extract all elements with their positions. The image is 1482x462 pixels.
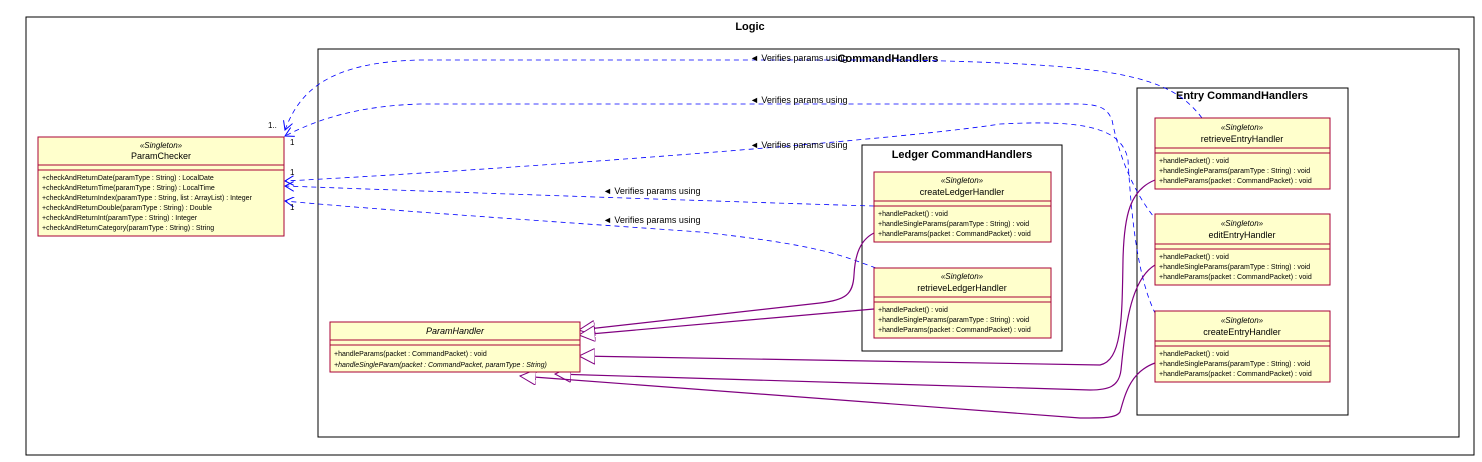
param-checker-method: +checkAndReturnDouble(paramType : String…	[42, 205, 212, 212]
package-entry-title: Entry CommandHandlers	[1176, 90, 1308, 102]
edit-entry-method: +handlePacket() : void	[1159, 254, 1229, 261]
retrieve-ledger-method: +handlePacket() : void	[878, 307, 948, 314]
create-entry-name: createEntryHandler	[1203, 327, 1281, 337]
create-ledger-method: +handleParams(packet : CommandPacket) : …	[878, 231, 1031, 238]
retrieve-ledger-method: +handleSingleParams(paramType : String) …	[878, 317, 1029, 324]
package-logic: Logic	[25, 16, 1475, 456]
param-checker-method: +checkAndReturnIndex(paramType : String,…	[42, 195, 253, 202]
generalization-edges	[520, 179, 1156, 419]
gen-retrieve-ledger	[579, 308, 875, 335]
create-entry-stereotype: «Singleton»	[1221, 316, 1264, 325]
dep-retrieve-ledger	[285, 201, 877, 269]
create-ledger-method: +handlePacket() : void	[878, 211, 948, 218]
retrieve-entry-method: +handlePacket() : void	[1159, 158, 1229, 165]
label-verify-1: ◄ Verifies params using	[750, 53, 847, 63]
param-handler-method: +handleParams(packet : CommandPacket) : …	[334, 351, 487, 358]
dependency-edges	[285, 59, 1203, 323]
param-checker-name: ParamChecker	[131, 151, 191, 161]
create-ledger-name: createLedgerHandler	[920, 187, 1005, 197]
retrieve-ledger-stereotype: «Singleton»	[941, 272, 984, 281]
class-create-entry-handler: «Singleton» createEntryHandler +handlePa…	[1154, 310, 1331, 383]
retrieve-entry-method: +handleSingleParams(paramType : String) …	[1159, 168, 1310, 175]
label-verify-3: ◄ Verifies params using	[750, 140, 847, 150]
edit-entry-name: editEntryHandler	[1208, 230, 1275, 240]
param-checker-method: +checkAndReturnTime(paramType : String) …	[42, 185, 215, 192]
retrieve-entry-name: retrieveEntryHandler	[1201, 134, 1284, 144]
class-edit-entry-handler: «Singleton» editEntryHandler +handlePack…	[1154, 213, 1331, 286]
package-command-handlers-title: CommandHandlers	[838, 53, 939, 65]
gen-retrieve-entry	[579, 179, 1156, 366]
edit-entry-stereotype: «Singleton»	[1221, 219, 1264, 228]
param-checker-method: +checkAndReturnInt(paramType : String) :…	[42, 215, 198, 222]
mult-label-a: 1..	[268, 121, 277, 130]
create-ledger-stereotype: «Singleton»	[941, 176, 984, 185]
param-checker-method: +checkAndReturnCategory(paramType : Stri…	[42, 225, 214, 232]
class-create-ledger-handler: «Singleton» createLedgerHandler +handleP…	[873, 171, 1052, 243]
gen-create-ledger	[579, 232, 875, 330]
retrieve-ledger-method: +handleParams(packet : CommandPacket) : …	[878, 327, 1031, 334]
class-retrieve-ledger-handler: «Singleton» retrieveLedgerHandler +handl…	[873, 267, 1052, 339]
mult-label-b: 1	[290, 138, 295, 147]
create-entry-method: +handleSingleParams(paramType : String) …	[1159, 361, 1310, 368]
package-ledger-command-handlers: Ledger CommandHandlers	[861, 144, 1063, 352]
gen-create-entry	[520, 362, 1156, 419]
dependency-labels: ◄ Verifies params using ◄ Verifies param…	[268, 53, 847, 225]
create-entry-method: +handlePacket() : void	[1159, 351, 1229, 358]
class-retrieve-entry-handler: «Singleton» retrieveEntryHandler +handle…	[1154, 117, 1331, 190]
dep-edit-entry	[285, 103, 1159, 223]
create-entry-method: +handleParams(packet : CommandPacket) : …	[1159, 371, 1312, 378]
param-checker-stereotype: «Singleton»	[140, 141, 183, 150]
package-command-handlers: CommandHandlers	[317, 48, 1460, 438]
create-ledger-method: +handleSingleParams(paramType : String) …	[878, 221, 1029, 228]
class-param-checker: «Singleton» ParamChecker +checkAndReturn…	[37, 136, 285, 237]
label-verify-2: ◄ Verifies params using	[750, 95, 847, 105]
gen-edit-entry	[555, 264, 1156, 391]
label-verify-5: ◄ Verifies params using	[603, 215, 700, 225]
param-handler-method: +handleSingleParam(packet : CommandPacke…	[334, 362, 547, 369]
class-param-handler: ParamHandler +handleParams(packet : Comm…	[329, 321, 581, 373]
param-checker-method: +checkAndReturnDate(paramType : String) …	[42, 175, 214, 182]
retrieve-ledger-name: retrieveLedgerHandler	[917, 283, 1007, 293]
label-verify-4: ◄ Verifies params using	[603, 186, 700, 196]
param-handler-name: ParamHandler	[426, 326, 485, 336]
package-logic-title: Logic	[735, 21, 764, 33]
dep-create-entry	[285, 122, 1161, 323]
dep-retrieve-entry	[285, 59, 1203, 130]
package-ledger-title: Ledger CommandHandlers	[892, 149, 1033, 161]
edit-entry-method: +handleParams(packet : CommandPacket) : …	[1159, 274, 1312, 281]
dep-create-ledger	[285, 186, 875, 207]
edit-entry-method: +handleSingleParams(paramType : String) …	[1159, 264, 1310, 271]
mult-label-d: 1	[290, 203, 295, 212]
mult-label-c: 1	[290, 168, 295, 177]
retrieve-entry-method: +handleParams(packet : CommandPacket) : …	[1159, 178, 1312, 185]
retrieve-entry-stereotype: «Singleton»	[1221, 123, 1264, 132]
